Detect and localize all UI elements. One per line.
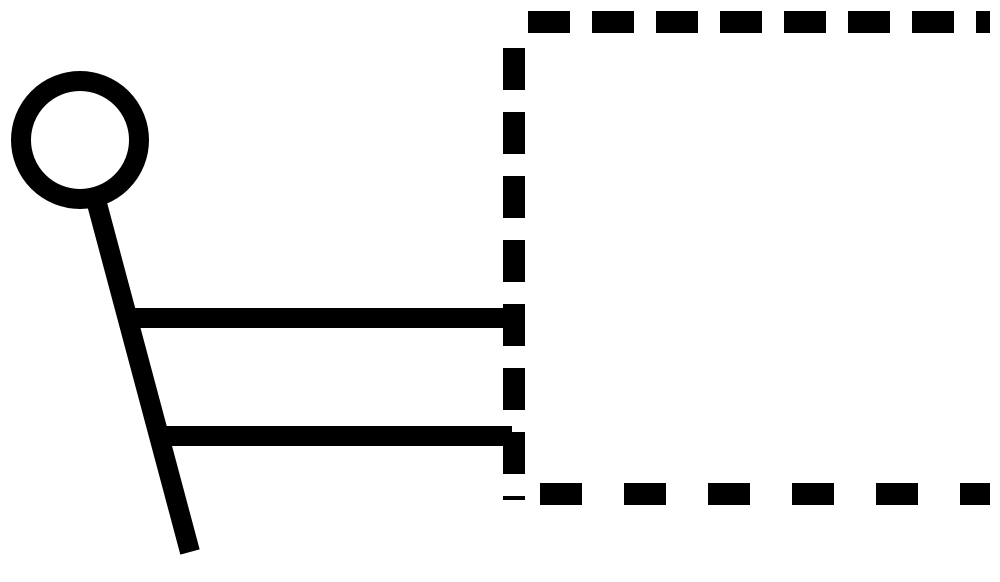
pole-head-circle <box>11 71 149 209</box>
pole-shaft <box>86 197 200 555</box>
connectors <box>132 308 512 446</box>
pin-pole-icon <box>11 71 200 555</box>
dashed-box <box>503 11 990 505</box>
